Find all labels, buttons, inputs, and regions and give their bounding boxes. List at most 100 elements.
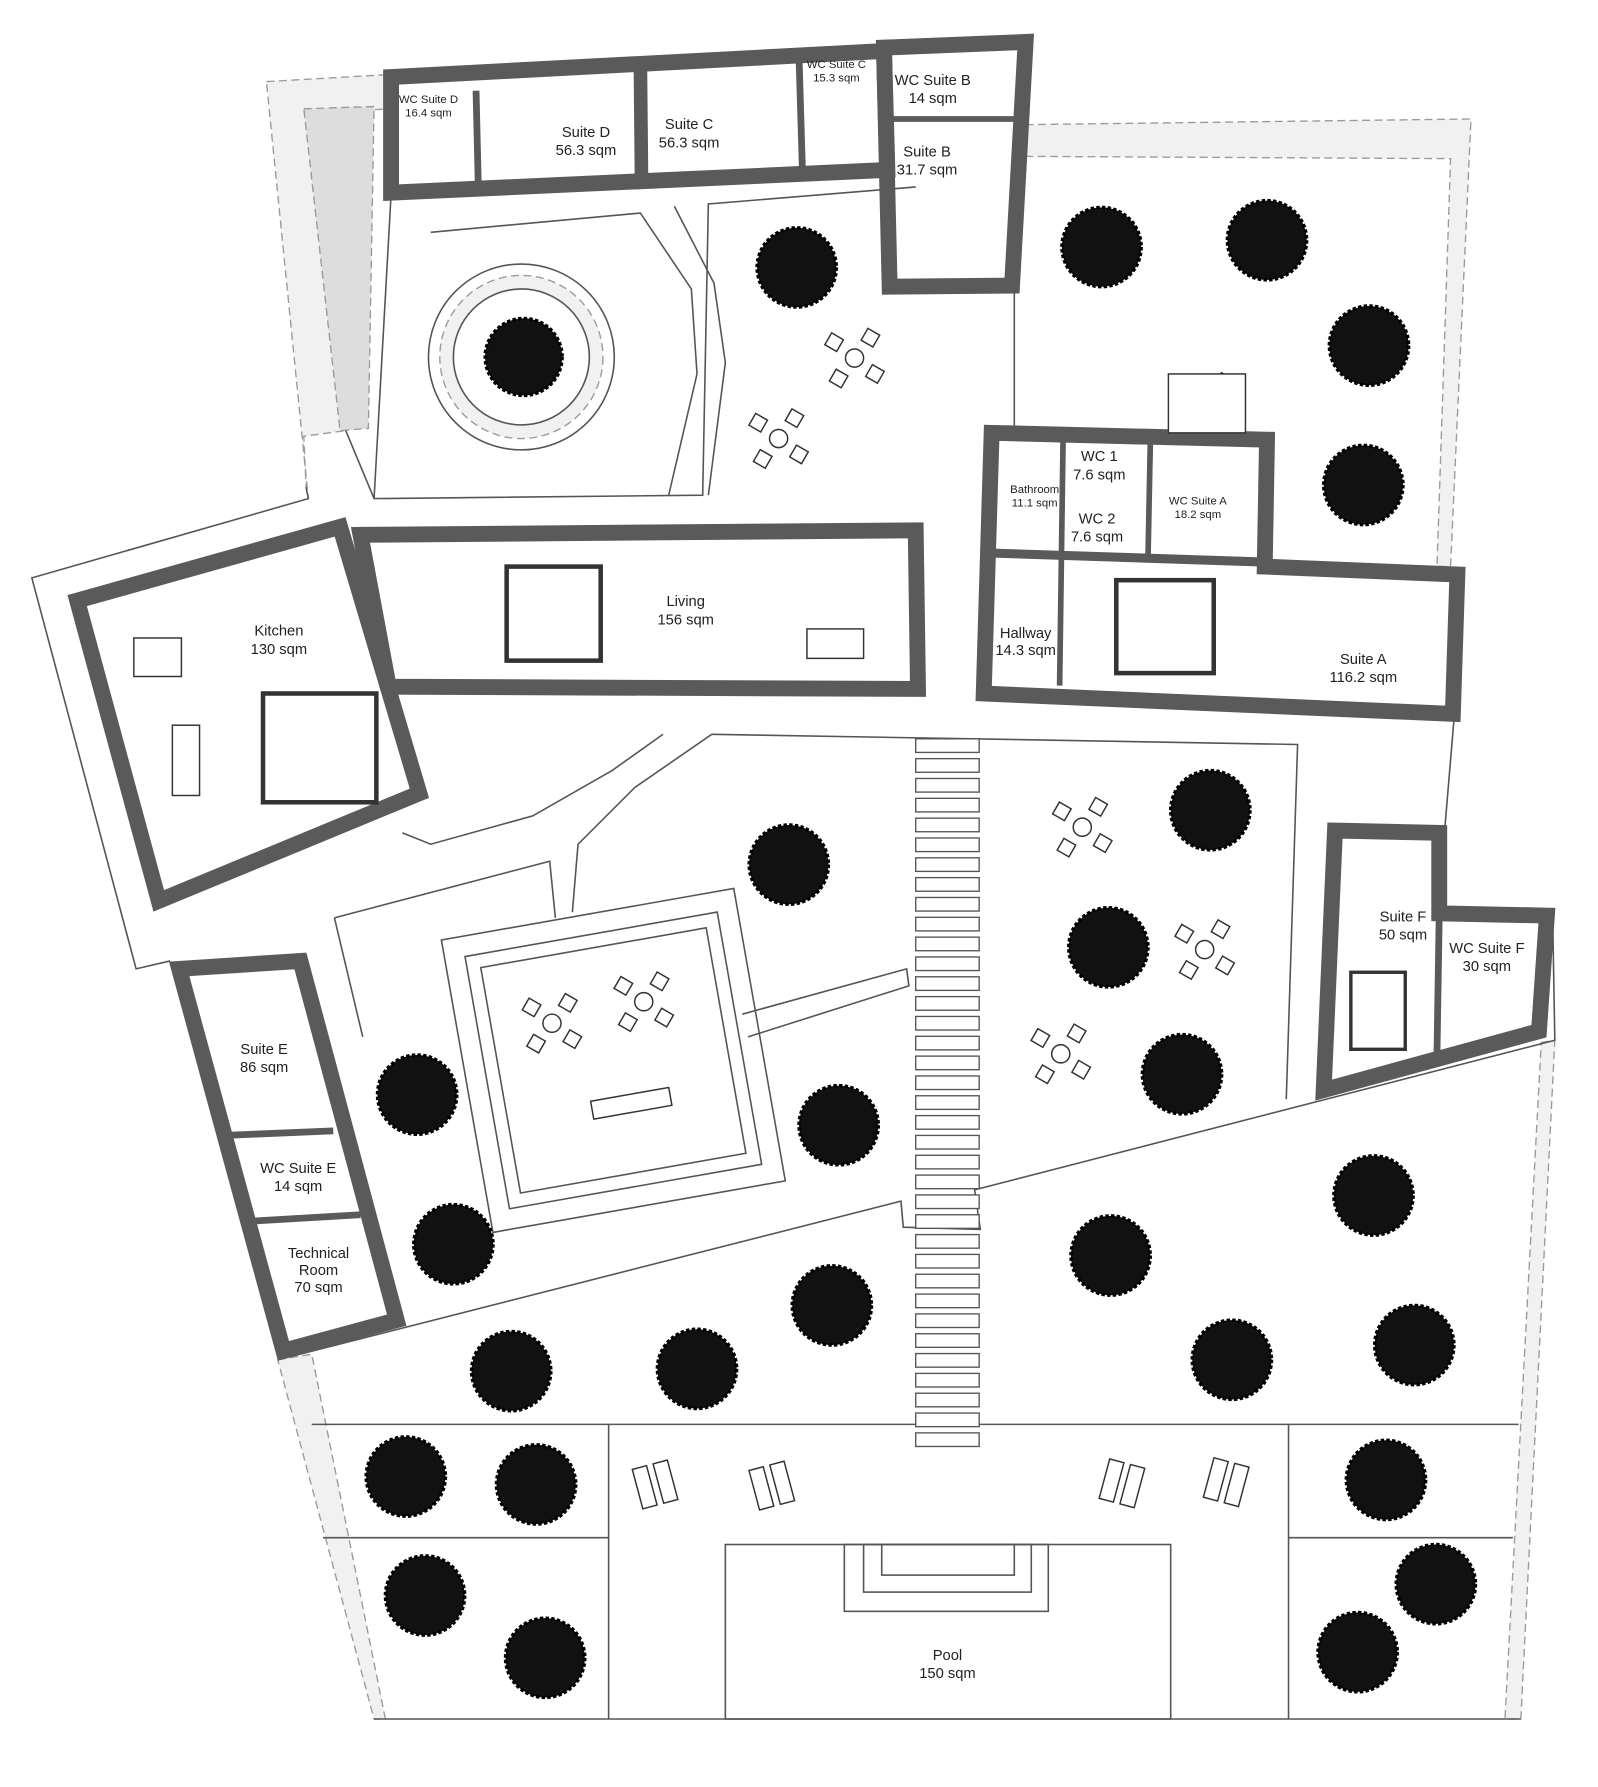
stair-step <box>915 916 980 932</box>
chair-icon <box>1173 923 1195 945</box>
stair-step <box>915 1352 980 1368</box>
sun-lounger-icon <box>631 1464 658 1510</box>
stair-step <box>915 1114 980 1130</box>
chair-icon <box>784 407 805 429</box>
chair-icon <box>860 327 881 348</box>
round-table <box>844 348 865 368</box>
tree-icon <box>503 1616 587 1700</box>
table-with-chairs <box>1051 796 1113 858</box>
stair-step <box>915 1253 980 1269</box>
stair-step <box>915 1194 980 1210</box>
sun-lounger-pair <box>631 1459 679 1510</box>
tree-icon <box>1060 205 1143 289</box>
stair-step <box>915 817 980 833</box>
stair-step <box>915 1134 980 1150</box>
sun-lounger-icon <box>1098 1458 1125 1504</box>
chair-icon <box>1070 1059 1092 1081</box>
tree-icon <box>1069 1214 1152 1297</box>
tree-icon <box>383 1554 467 1637</box>
stair-step <box>915 1372 980 1388</box>
stair-step <box>915 1154 980 1170</box>
tree-icon <box>755 226 839 309</box>
building-walls <box>67 33 1556 1361</box>
tree-icon <box>494 1443 578 1526</box>
sun-lounger-icon <box>1119 1463 1146 1509</box>
chair-icon <box>823 331 845 353</box>
dining-platform <box>440 887 787 1234</box>
chair-icon <box>1178 959 1200 981</box>
tree-icon <box>1168 768 1252 852</box>
round-table <box>768 428 789 449</box>
stair-step <box>915 1293 980 1309</box>
stair-step <box>915 797 980 813</box>
chair-icon <box>525 1033 547 1054</box>
tree-icon <box>1140 1032 1224 1116</box>
stair-step <box>915 976 980 992</box>
sun-lounger-icon <box>1202 1456 1230 1502</box>
table-with-chairs <box>521 992 583 1054</box>
stair-step <box>915 1392 980 1408</box>
stair-step <box>915 896 980 912</box>
sun-lounger-icon <box>748 1465 775 1511</box>
sun-lounger-pair <box>748 1460 796 1511</box>
tree-icon <box>375 1053 459 1136</box>
tree-icon <box>1225 198 1309 282</box>
tree-icon <box>790 1264 874 1347</box>
tree-icon <box>1332 1154 1415 1237</box>
trees <box>364 198 1478 1700</box>
chair-icon <box>1051 801 1073 822</box>
chair-icon <box>1066 1023 1087 1044</box>
stair-step <box>915 1313 980 1329</box>
round-table <box>633 991 654 1012</box>
chair-icon <box>613 975 634 997</box>
garden-lines <box>30 186 1556 1720</box>
sun-loungers <box>631 1456 1250 1511</box>
stair-step <box>915 1333 980 1349</box>
tree-icon <box>1372 1303 1456 1387</box>
stair-step <box>915 837 980 853</box>
sun-lounger-pair <box>1202 1456 1250 1508</box>
stair-step <box>915 956 980 972</box>
chair-icon <box>747 412 769 433</box>
tree-icon <box>1190 1318 1274 1402</box>
chair-icon <box>788 444 810 465</box>
stair-step <box>915 936 980 952</box>
stair-step <box>915 1075 980 1091</box>
table-with-chairs <box>1173 918 1236 981</box>
chair-icon <box>1034 1063 1056 1085</box>
chair-icon <box>557 992 579 1014</box>
stair-step <box>915 1095 980 1111</box>
sun-lounger-icon <box>652 1459 679 1505</box>
tree-icon <box>412 1202 495 1286</box>
stair-step <box>915 1035 980 1051</box>
chair-icon <box>1030 1027 1051 1049</box>
sun-lounger-pair <box>1098 1458 1146 1509</box>
table-with-chairs <box>747 407 810 470</box>
tree-icon <box>797 1083 881 1167</box>
tree-icon <box>1394 1542 1478 1626</box>
tree-icon <box>747 823 831 906</box>
chair-icon <box>1210 918 1231 940</box>
stair-step <box>915 876 980 892</box>
round-table <box>1050 1044 1071 1064</box>
stair-step <box>915 1174 980 1190</box>
stair-step <box>915 1214 980 1230</box>
sun-lounger-icon <box>1223 1462 1250 1508</box>
table-with-chairs <box>1030 1023 1092 1085</box>
tree-icon <box>364 1435 448 1518</box>
